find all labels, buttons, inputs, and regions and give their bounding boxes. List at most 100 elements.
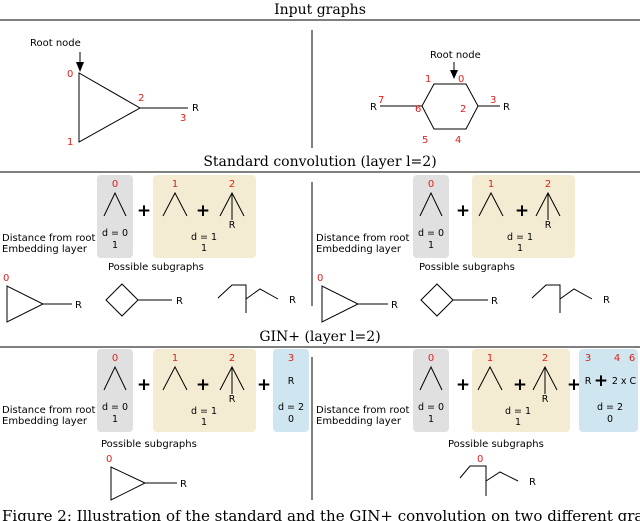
gin-embedding-layer-label-r: Embedding layer [316,416,402,427]
gin-right-panel: 0 d = 0 1 + 1 + 2 R d = 1 1 + 3 4 6 R + … [316,349,638,496]
gin-plus-1-r: + [456,375,470,395]
node-0-right: 0 [458,74,464,85]
gin-d1-tree-a [162,365,188,391]
gin-d1-r-label-r: R [542,394,549,405]
gin-subgraph-triangle [110,466,147,501]
gin-embedding-layer-label: Embedding layer [2,416,88,427]
d1-index-a: 1 [172,179,178,190]
d0-box [97,175,133,258]
embedding-layer-label-r: Embedding layer [316,244,402,255]
gin-d1-distance-r: d = 1 [505,406,531,417]
gin-d1-index-b: 2 [229,353,235,364]
standard-conv-header: Standard convolution (layer l=2) [203,154,436,170]
gin-left-panel: 0 d = 0 1 + 1 + 2 R d = 1 1 + 3 R d = 2 … [2,349,309,501]
gin-d1-index-a: 1 [172,353,178,364]
standard-right-panel: 0 d = 0 1 + 1 + 2 R d = 1 1 Distance fro… [316,175,610,323]
gin-d0-distance-r: d = 0 [418,402,444,413]
input-graph-left: Root node R 0 1 2 3 [30,38,199,148]
gin-d0-box-r [413,349,449,432]
gin-plus-2: + [196,375,210,395]
gin-plus-3: + [257,375,271,395]
gin-d0-index-r: 0 [428,353,434,364]
node-7-right: 7 [378,95,384,106]
plus-1: + [137,201,151,221]
gin-plus-4-r: + [594,371,608,391]
node-1-right: 1 [425,74,431,85]
d1-r-label-r: R [545,220,552,231]
d0-index-r: 0 [428,179,434,190]
d0-index: 0 [112,179,118,190]
d1-tree-a-r [478,191,504,217]
d1-distance-r: d = 1 [507,232,533,243]
d0-distance-r: d = 0 [418,228,444,239]
d1-index-b: 2 [229,179,235,190]
gin-subgraph-chain-branch-r [485,471,519,482]
d0-tree [103,191,127,217]
gin-d2-index: 3 [288,353,294,364]
d1-index-a-r: 1 [488,179,494,190]
gin-possible-subgraphs-label: Possible subgraphs [101,439,197,450]
embedding-layer-label: Embedding layer [2,244,88,255]
gin-d2-embedding: 0 [288,414,294,425]
d1-tree-a [162,191,188,217]
d0-box-r [413,175,449,258]
gin-d2-index-3-r: 3 [585,353,591,364]
gin-d0-distance: d = 0 [102,402,128,413]
plus-1-r: + [456,201,470,221]
d1-embedding: 1 [201,243,207,254]
subgraph-root-label: 0 [3,273,9,284]
plus-2-r: + [515,201,529,221]
gin-subgraph-chain-r [459,465,487,496]
gin-distance-from-root-label: Distance from root [2,405,95,416]
subgraph-chain-r: R [289,295,296,306]
subgraph-chain-branch [245,288,279,300]
hexagon-graph [421,83,479,130]
distance-from-root-label-r: Distance from root [316,233,409,244]
d1-distance: d = 1 [191,232,217,243]
gin-d2-c-label-r: 2 x C [612,376,637,387]
subgraph-triangle-r-label: R [391,300,398,311]
possible-subgraphs-label-r: Possible subgraphs [419,262,515,273]
node-2-left: 2 [138,93,144,104]
root-node-label-right: Root node [430,50,481,61]
gin-d2-box [273,349,309,432]
d0-distance: d = 0 [102,228,128,239]
r-label-right-1: R [503,102,510,113]
gin-possible-subgraphs-label-r: Possible subgraphs [448,439,544,450]
d1-index-b-r: 2 [545,179,551,190]
gin-subgraph-root-label-r: 0 [477,454,483,465]
input-graphs-header: Input graphs [274,2,366,18]
gin-subgraph-root-label: 0 [106,454,112,465]
gin-d1-distance: d = 1 [191,406,217,417]
root-node-label-left: Root node [30,38,81,49]
gin-d2-r-label-r: R [585,376,592,387]
gin-d2-index-4-r: 4 [614,353,620,364]
subgraph-square-r [420,283,454,317]
triangle-graph [78,72,142,143]
gin-d1-index-a-r: 1 [487,353,493,364]
d1-embedding-r: 1 [517,243,523,254]
figure-caption: Figure 2: Illustration of the standard a… [2,507,640,521]
gin-d0-embedding-r: 1 [428,414,434,425]
subgraph-square [105,283,139,317]
gin-d1-index-b-r: 2 [542,353,548,364]
node-6-right: 6 [415,104,421,115]
node-5-right: 5 [422,135,428,146]
gin-d0-box [97,349,133,432]
possible-subgraphs-label: Possible subgraphs [108,262,204,273]
gin-d1-r-label: R [229,394,236,405]
subgraph-triangle-r: R [75,300,82,311]
subgraph-root-label-r: 0 [317,273,323,284]
gin-d0-tree-r [419,365,443,391]
gin-subgraph-chain-r-label: R [529,477,536,488]
gin-header: GIN+ (layer l=2) [259,329,380,345]
d0-embedding: 1 [112,240,118,251]
gin-d2-box-r [579,349,638,432]
distance-from-root-label: Distance from root [2,233,95,244]
r-label-right-2: R [370,102,377,113]
gin-d2-r-label: R [288,376,295,387]
gin-d1-tree-a-r [477,365,503,391]
gin-plus-1: + [137,375,151,395]
